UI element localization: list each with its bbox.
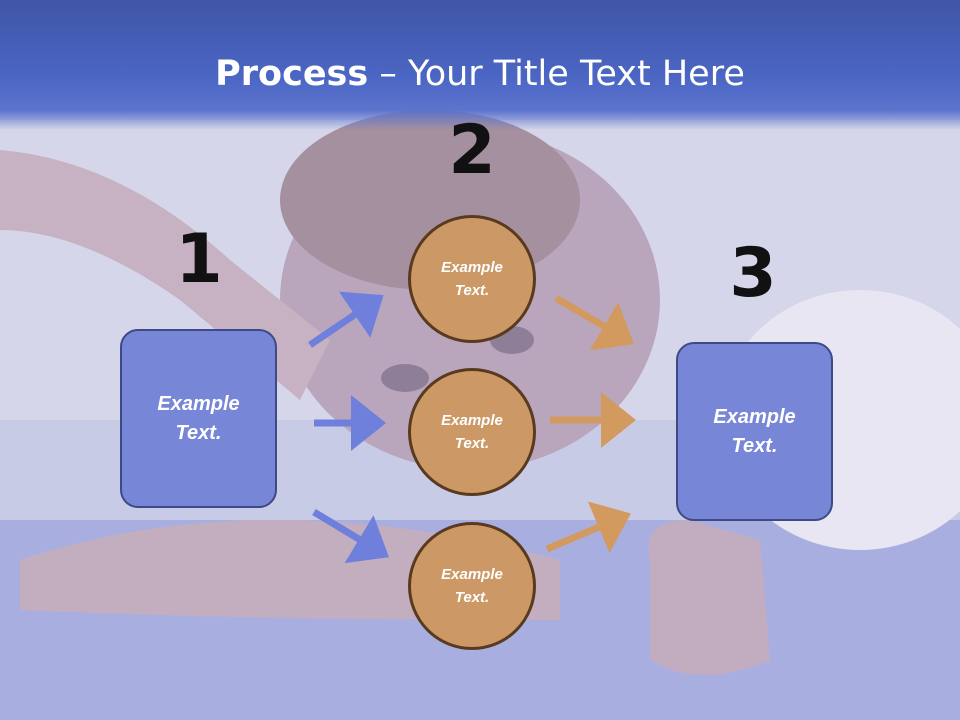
circle-middle-text: Example Text. bbox=[441, 412, 503, 452]
step-number-2: 2 bbox=[448, 111, 496, 190]
circle-bottom-text: Example Text. bbox=[441, 566, 503, 606]
circle-top-text: Example Text. bbox=[441, 259, 503, 299]
step-number-1: 1 bbox=[175, 220, 223, 299]
arrow-top-to-3 bbox=[554, 294, 635, 351]
step-number-3: 3 bbox=[729, 234, 777, 313]
step-2-circle-middle: Example Text. bbox=[408, 368, 536, 496]
arrow-1-to-bottom bbox=[312, 509, 389, 564]
title-bold: Process bbox=[215, 54, 369, 94]
title-band bbox=[0, 0, 960, 130]
step-2-circle-bottom: Example Text. bbox=[408, 522, 536, 650]
step-1-text: Example Text. bbox=[157, 392, 240, 444]
step-3-text: Example Text. bbox=[713, 405, 796, 457]
arrow-bottom-to-3 bbox=[545, 501, 631, 553]
step-3-box: Example Text. bbox=[676, 342, 833, 521]
step-2-circle-top: Example Text. bbox=[408, 215, 536, 343]
slide-title: Process – Your Title Text Here bbox=[0, 52, 960, 96]
step-1-box: Example Text. bbox=[120, 329, 277, 508]
title-rest: – Your Title Text Here bbox=[368, 54, 745, 94]
arrow-1-to-top bbox=[308, 291, 384, 348]
